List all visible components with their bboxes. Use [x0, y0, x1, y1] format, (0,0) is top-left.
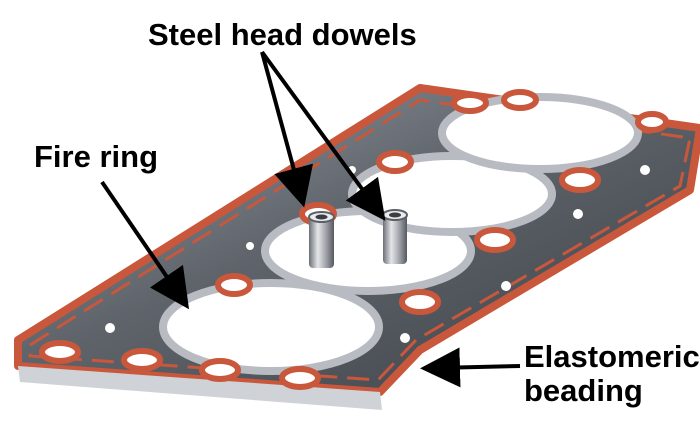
annotation-arrows: [100, 50, 521, 388]
beading-arrow: [420, 347, 521, 388]
dowel-arrow-right: [260, 50, 386, 221]
fire-ring-label: Fire ring: [34, 139, 159, 174]
elastomeric-beading-label: Elastomeric beading: [524, 340, 700, 408]
dowel-arrow-left: [260, 51, 314, 208]
elastomeric-beading-label-line2: beading: [524, 373, 643, 408]
steel-head-dowels: [308, 209, 408, 268]
coolant-ports: [39, 89, 669, 390]
bolt-holes: [105, 165, 650, 343]
elastomeric-beading-label-line1: Elastomeric: [524, 339, 700, 374]
steel-head-dowels-label: Steel head dowels: [148, 17, 417, 52]
fire-ring-arrow: [100, 180, 190, 310]
